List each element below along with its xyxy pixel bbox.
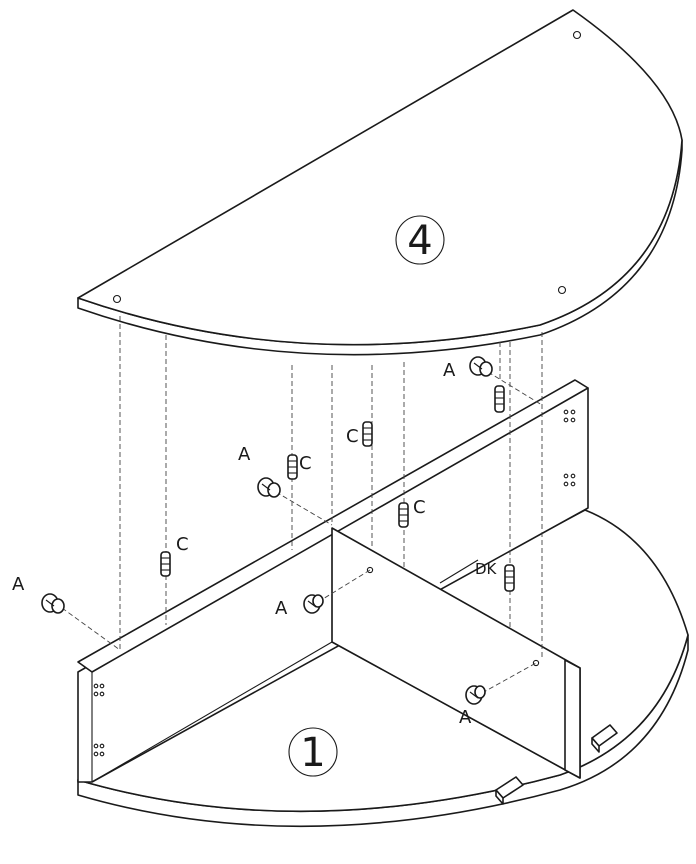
label-cam-lock: A [12,574,25,595]
back-panel-top-edge [77,379,589,673]
glide-foot [591,724,618,753]
panel-hole [563,409,569,415]
panel-hole [563,417,569,423]
label-dowel: C [413,497,426,518]
label-dowel: C [299,453,312,474]
panel-hole [563,481,569,487]
wooden-dowel-dk [504,564,515,592]
cam-lock [303,594,324,614]
label-dowel: C [176,534,189,555]
part-number-base: 1 [288,727,338,777]
top-panel-hole [112,294,122,304]
divider-panel [331,527,581,779]
label-cam-lock: A [238,444,251,465]
part-number-top: 4 [395,215,445,265]
panel-hole [570,481,576,487]
label-dowel-dk: DK [475,560,498,578]
top-panel-surface [77,9,683,346]
panel-hole [99,743,105,749]
part-number-top-text: 4 [407,218,432,264]
label-cam-lock: A [275,598,288,619]
divider-panel-end [564,659,581,779]
alignment-lines [61,316,543,694]
wooden-dowel [362,421,373,447]
panel-hole [99,691,105,697]
panel-hole [93,691,99,697]
label-cam-lock: A [459,707,472,728]
wooden-dowel [494,385,505,413]
cam-lock [257,477,281,498]
panel-hole [93,751,99,757]
panel-hole [99,683,105,689]
divider-hole [532,659,540,667]
label-cam-lock: A [443,360,456,381]
wooden-dowel [398,502,409,528]
top-panel [77,9,683,356]
cam-lock [41,593,65,614]
glide-foot [495,776,524,805]
panel-hole [563,473,569,479]
divider-hole [366,566,374,574]
wooden-dowel [287,454,298,480]
top-panel-hole [572,30,582,40]
panel-hole [93,683,99,689]
wooden-dowel [160,551,171,577]
cam-lock [465,685,486,705]
top-panel-hole [557,285,567,295]
label-dowel: C [346,426,359,447]
panel-hole [570,473,576,479]
panel-hole [93,743,99,749]
panel-hole [99,751,105,757]
panel-hole [570,409,576,415]
panel-hole [570,417,576,423]
part-number-base-text: 1 [300,730,325,776]
cam-lock [469,356,493,377]
